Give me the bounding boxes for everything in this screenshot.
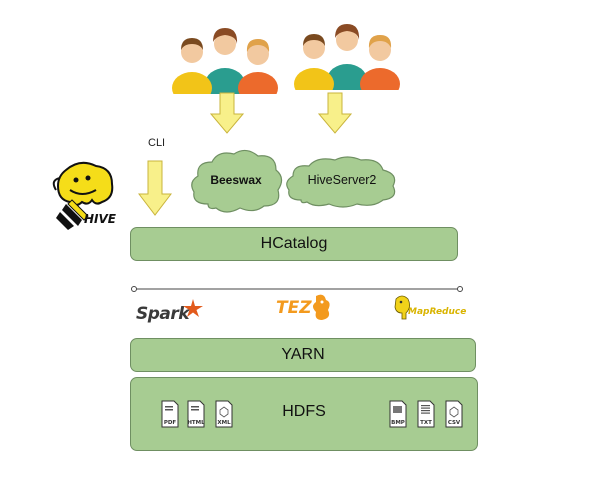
file-label-html: HTML: [187, 420, 205, 426]
file-icon-bmp: BMP: [389, 400, 407, 428]
yarn-layer: YARN: [130, 338, 476, 372]
file-label-csv: CSV: [447, 420, 461, 426]
file-icon-csv: CSV: [445, 400, 463, 428]
tez-logo: TEZ: [276, 292, 336, 326]
hdfs-layer: HDFS PDF HTML XML BMP TXT CSV: [130, 377, 478, 451]
file-label-xml: XML: [217, 420, 231, 426]
user-group-right-icon: [292, 18, 402, 90]
cli-label: CLI: [148, 137, 166, 149]
hive-logo-icon: HIVE: [52, 160, 120, 232]
file-icon-xml: XML: [215, 400, 233, 428]
file-label-bmp: BMP: [391, 420, 405, 426]
hcatalog-label: HCatalog: [260, 235, 328, 252]
arrow-down-icon-users-to-hiveserver2: [318, 92, 352, 134]
user-icon: [205, 28, 245, 94]
spark-logo-text: Spark: [136, 304, 190, 324]
file-icon-txt: TXT: [417, 400, 435, 428]
arrow-down-icon-users-to-beeswax: [210, 92, 244, 134]
file-label-txt: TXT: [420, 420, 432, 426]
hive-logo-text: HIVE: [84, 212, 116, 226]
file-label-pdf: PDF: [163, 420, 177, 426]
yarn-label: YARN: [281, 346, 325, 363]
spark-star-icon: [183, 299, 203, 317]
beeswax-cloud: Beeswax: [186, 146, 286, 216]
hdfs-label: HDFS: [282, 403, 326, 420]
mapreduce-logo: MapReduce: [390, 293, 470, 325]
separator-line: [130, 280, 464, 292]
mapreduce-logo-text: MapReduce: [408, 307, 467, 317]
hcatalog-layer: HCatalog: [130, 227, 458, 261]
hiveserver2-label: HiveServer2: [307, 173, 377, 187]
hiveserver2-cloud: HiveServer2: [283, 152, 401, 210]
tez-logo-text: TEZ: [276, 298, 312, 318]
file-icon-html: HTML: [187, 400, 205, 428]
arrow-down-icon-cli-to-hcatalog: [138, 160, 172, 216]
mapreduce-elephant-icon: [394, 295, 410, 320]
tez-mascot-icon: [313, 294, 330, 320]
file-icon-pdf: PDF: [161, 400, 179, 428]
user-group-left-icon: [170, 22, 280, 94]
spark-logo: Spark: [136, 296, 206, 326]
beeswax-label: Beeswax: [210, 173, 262, 187]
